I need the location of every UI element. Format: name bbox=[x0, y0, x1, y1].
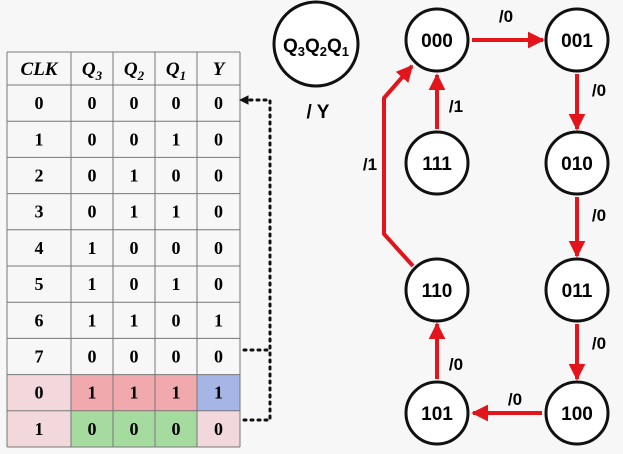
dotted-lower-link bbox=[242, 348, 272, 422]
column-header: Q3 bbox=[82, 59, 103, 83]
state-label: 100 bbox=[561, 404, 593, 425]
transition-arrow-110-to-000 bbox=[382, 64, 415, 268]
legend-state-label: Q3Q2Q1 bbox=[283, 36, 349, 59]
state-node-010 bbox=[544, 130, 610, 196]
wraparound-connector bbox=[238, 95, 272, 422]
table-cell: 0 bbox=[88, 419, 97, 439]
legend-output-label: / Y bbox=[307, 102, 330, 123]
table-cell: 0 bbox=[130, 274, 139, 294]
legend-circle bbox=[272, 0, 360, 88]
transition-label: /0 bbox=[592, 81, 606, 100]
column-header: Y bbox=[213, 59, 227, 80]
table-cell: 1 bbox=[214, 383, 223, 403]
table-cell: 0 bbox=[214, 93, 223, 113]
table-cell: 0 bbox=[35, 93, 44, 113]
table-cell: 1 bbox=[172, 202, 181, 222]
table-cell: 0 bbox=[88, 166, 97, 186]
table-cell: 1 bbox=[214, 310, 223, 330]
table-cell: 0 bbox=[172, 93, 181, 113]
table-cell: 0 bbox=[214, 129, 223, 149]
table-cell: 0 bbox=[172, 310, 181, 330]
state-node-111 bbox=[404, 130, 470, 196]
table-cell: 1 bbox=[88, 383, 97, 403]
table-cell: 1 bbox=[88, 238, 97, 258]
table-cell: 1 bbox=[130, 383, 139, 403]
table-cell: 0 bbox=[130, 419, 139, 439]
table-cell: 0 bbox=[88, 93, 97, 113]
table-cell: 1 bbox=[88, 274, 97, 294]
transition-label: /0 bbox=[449, 355, 463, 374]
table-cell: 1 bbox=[35, 419, 44, 439]
table-cell: 5 bbox=[35, 274, 44, 294]
table-cell: 2 bbox=[35, 166, 44, 186]
table-cell: 7 bbox=[35, 347, 44, 367]
state-label: 010 bbox=[561, 154, 593, 175]
table-cell: 0 bbox=[172, 419, 181, 439]
table-cell: 0 bbox=[214, 238, 223, 258]
column-header: Q1 bbox=[166, 59, 186, 83]
column-header: Q2 bbox=[124, 59, 145, 83]
transition-label: /0 bbox=[508, 390, 522, 409]
transitions: /0/0/0/0/0/0/1/1 bbox=[363, 7, 606, 422]
transition-label: /1 bbox=[363, 155, 377, 174]
state-node-101 bbox=[404, 380, 470, 446]
table-cell: 0 bbox=[130, 347, 139, 367]
state-node-000 bbox=[404, 7, 470, 73]
dotted-return-arrow bbox=[238, 95, 272, 352]
states: 000 001 010 011 100 101 110 111 bbox=[404, 7, 610, 446]
table-cell: 1 bbox=[130, 310, 139, 330]
table-cell: 0 bbox=[130, 93, 139, 113]
table-cell: 1 bbox=[130, 166, 139, 186]
table-cell: 1 bbox=[172, 274, 181, 294]
state-highlight bbox=[71, 374, 197, 411]
table-cell: 0 bbox=[88, 202, 97, 222]
table-cell: 0 bbox=[130, 238, 139, 258]
transition-label: /0 bbox=[592, 334, 606, 353]
table-cell: 0 bbox=[130, 129, 139, 149]
table-cell: 0 bbox=[214, 347, 223, 367]
table-cell: 4 bbox=[35, 238, 44, 258]
output-highlight bbox=[197, 374, 240, 411]
table-cell: 1 bbox=[88, 310, 97, 330]
transition-label: /0 bbox=[592, 206, 606, 225]
table-cell: 6 bbox=[35, 310, 44, 330]
table-cell: 0 bbox=[88, 347, 97, 367]
table-cell: 0 bbox=[35, 383, 44, 403]
transition-label: /1 bbox=[449, 97, 463, 116]
state-node-011 bbox=[544, 257, 610, 323]
table-cell: 1 bbox=[172, 383, 181, 403]
state-node-110 bbox=[404, 257, 470, 323]
column-header: CLK bbox=[21, 59, 59, 80]
state-label: 101 bbox=[421, 404, 453, 425]
transition-label: /0 bbox=[499, 7, 513, 26]
state-label: 011 bbox=[562, 281, 593, 302]
state-highlight bbox=[71, 410, 197, 447]
table-cell: 0 bbox=[214, 419, 223, 439]
state-label: 111 bbox=[422, 154, 452, 175]
state-label: 000 bbox=[421, 31, 453, 52]
table-cell: 0 bbox=[172, 347, 181, 367]
table-cell: 3 bbox=[35, 202, 44, 222]
state-node-100 bbox=[544, 380, 610, 446]
table-cell: 1 bbox=[130, 202, 139, 222]
state-legend: Q3Q2Q1 / Y bbox=[272, 0, 360, 123]
state-label: 001 bbox=[561, 31, 593, 52]
table-cell: 0 bbox=[214, 202, 223, 222]
table-cell: 0 bbox=[88, 129, 97, 149]
table-cell: 1 bbox=[35, 129, 44, 149]
table-cell: 1 bbox=[172, 129, 181, 149]
table-cell: 0 bbox=[214, 166, 223, 186]
state-node-001 bbox=[544, 7, 610, 73]
table-cell: 0 bbox=[172, 166, 181, 186]
state-label: 110 bbox=[422, 281, 453, 302]
table-cell: 0 bbox=[214, 274, 223, 294]
table-cell: 0 bbox=[172, 238, 181, 258]
